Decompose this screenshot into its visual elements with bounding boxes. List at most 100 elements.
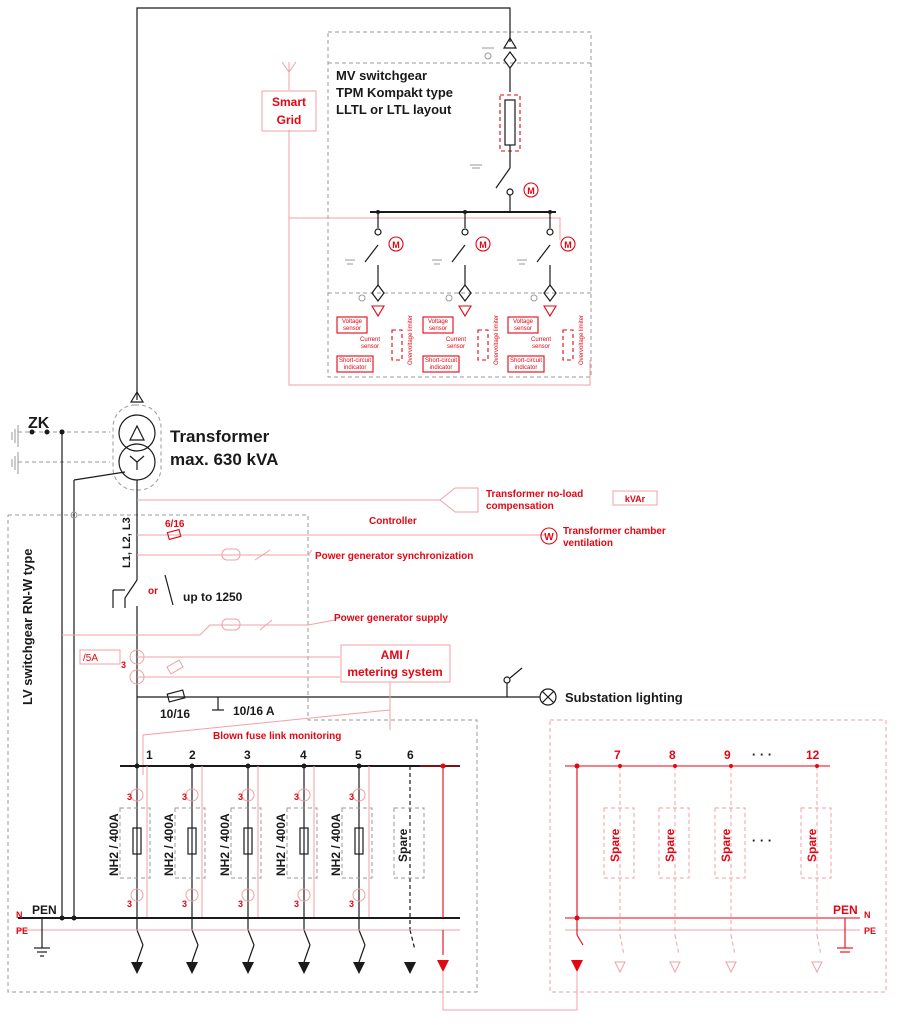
- current-sensor-label: sensor: [532, 344, 550, 350]
- fuse-enclosure: [286, 807, 318, 879]
- spare-enclosure: [800, 807, 832, 879]
- limiter-label: Overvoltage limiter: [579, 315, 585, 365]
- short-circuit-label: indicator: [344, 365, 367, 371]
- cable-head-icon: [502, 36, 518, 49]
- busbar-node: [301, 763, 307, 769]
- current-sensor-label: Current: [446, 337, 466, 343]
- feeder-line: [136, 944, 144, 963]
- motor-label: M: [564, 240, 572, 250]
- pen-label: PEN: [833, 903, 858, 917]
- pen-bar: [18, 766, 578, 1011]
- switch-line: [247, 929, 255, 946]
- compensation-label: compensation: [486, 501, 554, 512]
- short-circuit-label: Short-circuit: [510, 358, 542, 364]
- switch-line: [303, 929, 311, 946]
- ami-label: AMI /: [381, 648, 410, 662]
- fuse-icon: [243, 827, 253, 855]
- mv-switchgear: M M M: [136, 7, 592, 400]
- outgoing-arrow-icon: [725, 961, 737, 974]
- compensation-label: Transformer no-load: [486, 489, 583, 500]
- motor-label: M: [479, 240, 487, 250]
- current-transformer-icon: [185, 888, 199, 902]
- fuse-label: 10/16: [160, 707, 190, 721]
- current-sensor-label: Current: [360, 337, 380, 343]
- extension-number: 7: [614, 748, 621, 762]
- fuse-enclosure: [174, 807, 206, 879]
- outgoing-arrow-icon: [242, 962, 254, 974]
- spare-label: Spare: [805, 828, 819, 862]
- smart-grid-label: Smart: [272, 95, 306, 109]
- extension-feeders: [603, 764, 832, 974]
- kvar-box: [612, 490, 658, 506]
- voltage-sensor-label: Voltage: [342, 319, 363, 325]
- feeder-number: 2: [189, 748, 196, 762]
- mv-enclosure: [327, 31, 592, 378]
- transformer: [73, 390, 162, 500]
- voltage-sensor-label: sensor: [514, 326, 532, 332]
- outgoing-arrow-icon: [186, 962, 198, 974]
- current-transformer-icon: [130, 888, 144, 902]
- fan-icon: [540, 527, 558, 545]
- smart-grid-box: [261, 90, 317, 132]
- feeder-labels: 1 2 3 4 5 6 NH2 / 400A NH2 / 400A NH2 / …: [107, 748, 820, 909]
- outgoing-arrow-icon: [811, 961, 823, 974]
- voltage-sensor-label: Voltage: [428, 319, 449, 325]
- short-circuit-label: Short-circuit: [339, 358, 371, 364]
- spare-label: Spare: [719, 828, 733, 862]
- lv-switchgear-title: LV switchgear RN-W type: [20, 548, 35, 705]
- cable-head-icon: [129, 390, 145, 403]
- current-transformer-icon: [241, 888, 255, 902]
- spare-label: Spare: [663, 828, 677, 862]
- spare-enclosure: [393, 807, 425, 879]
- ct-ratio-label: /5A: [83, 653, 98, 664]
- fuse-rating-label: NH2 / 400A: [107, 813, 121, 876]
- feeder-line: [303, 944, 311, 963]
- extension-number: 9: [724, 748, 731, 762]
- fuse-icon: [187, 827, 197, 855]
- ct-count-label: 3: [121, 660, 126, 670]
- spare-line: [816, 934, 822, 956]
- ct-count-label: 3: [349, 792, 354, 802]
- or-label: or: [148, 586, 158, 597]
- ami-box: [340, 644, 451, 683]
- current-transformer-icon: [297, 888, 311, 902]
- feeder-line: [247, 944, 255, 963]
- outgoing-arrow-icon: [669, 961, 681, 974]
- extension-enclosure: [549, 719, 887, 993]
- ct-count-label: 3: [294, 792, 299, 802]
- feeder-number: 4: [300, 748, 307, 762]
- busbar-node: [189, 763, 195, 769]
- ct-count-label: 3: [127, 899, 132, 909]
- spare-label: Spare: [396, 828, 410, 862]
- voltage-sensor-label: sensor: [343, 326, 361, 332]
- outgoing-arrow-icon: [614, 961, 626, 974]
- mv-feeder-2: M: [432, 212, 491, 318]
- feeder-number: 6: [407, 748, 414, 762]
- busbar-node: [245, 763, 251, 769]
- ct-count-label: 3: [238, 792, 243, 802]
- switch-line: [191, 929, 199, 946]
- motor-label: M: [392, 240, 400, 250]
- current-sensor-label: sensor: [361, 344, 379, 350]
- outgoing-arrow-icon: [131, 962, 143, 974]
- feeder-number: 3: [244, 748, 251, 762]
- generator-sync-label: Power generator synchronization: [315, 551, 473, 562]
- sensor-labels: Voltage sensor Current sensor Short-circ…: [339, 315, 585, 371]
- ct-count-label: 3: [127, 792, 132, 802]
- mv-feeder-1: M: [345, 212, 404, 318]
- current-transformer-icon: [352, 788, 366, 802]
- n-label: N: [864, 910, 871, 920]
- motor-icon: [523, 182, 539, 198]
- current-transformer-icon: [352, 888, 366, 902]
- fuse-enclosure: [119, 807, 151, 879]
- fuse-icon: [354, 827, 364, 855]
- spare-line: [730, 934, 736, 956]
- fuse-enclosure: [230, 807, 262, 879]
- spare-enclosure: [603, 807, 635, 879]
- current-transformer-icon: [130, 788, 144, 802]
- feeder-line: [191, 944, 199, 963]
- switch-line: [136, 929, 144, 946]
- fuse-rating-label: NH2 / 400A: [162, 813, 176, 876]
- outgoing-arrow-icon: [404, 962, 416, 974]
- ct-count-label: 3: [182, 899, 187, 909]
